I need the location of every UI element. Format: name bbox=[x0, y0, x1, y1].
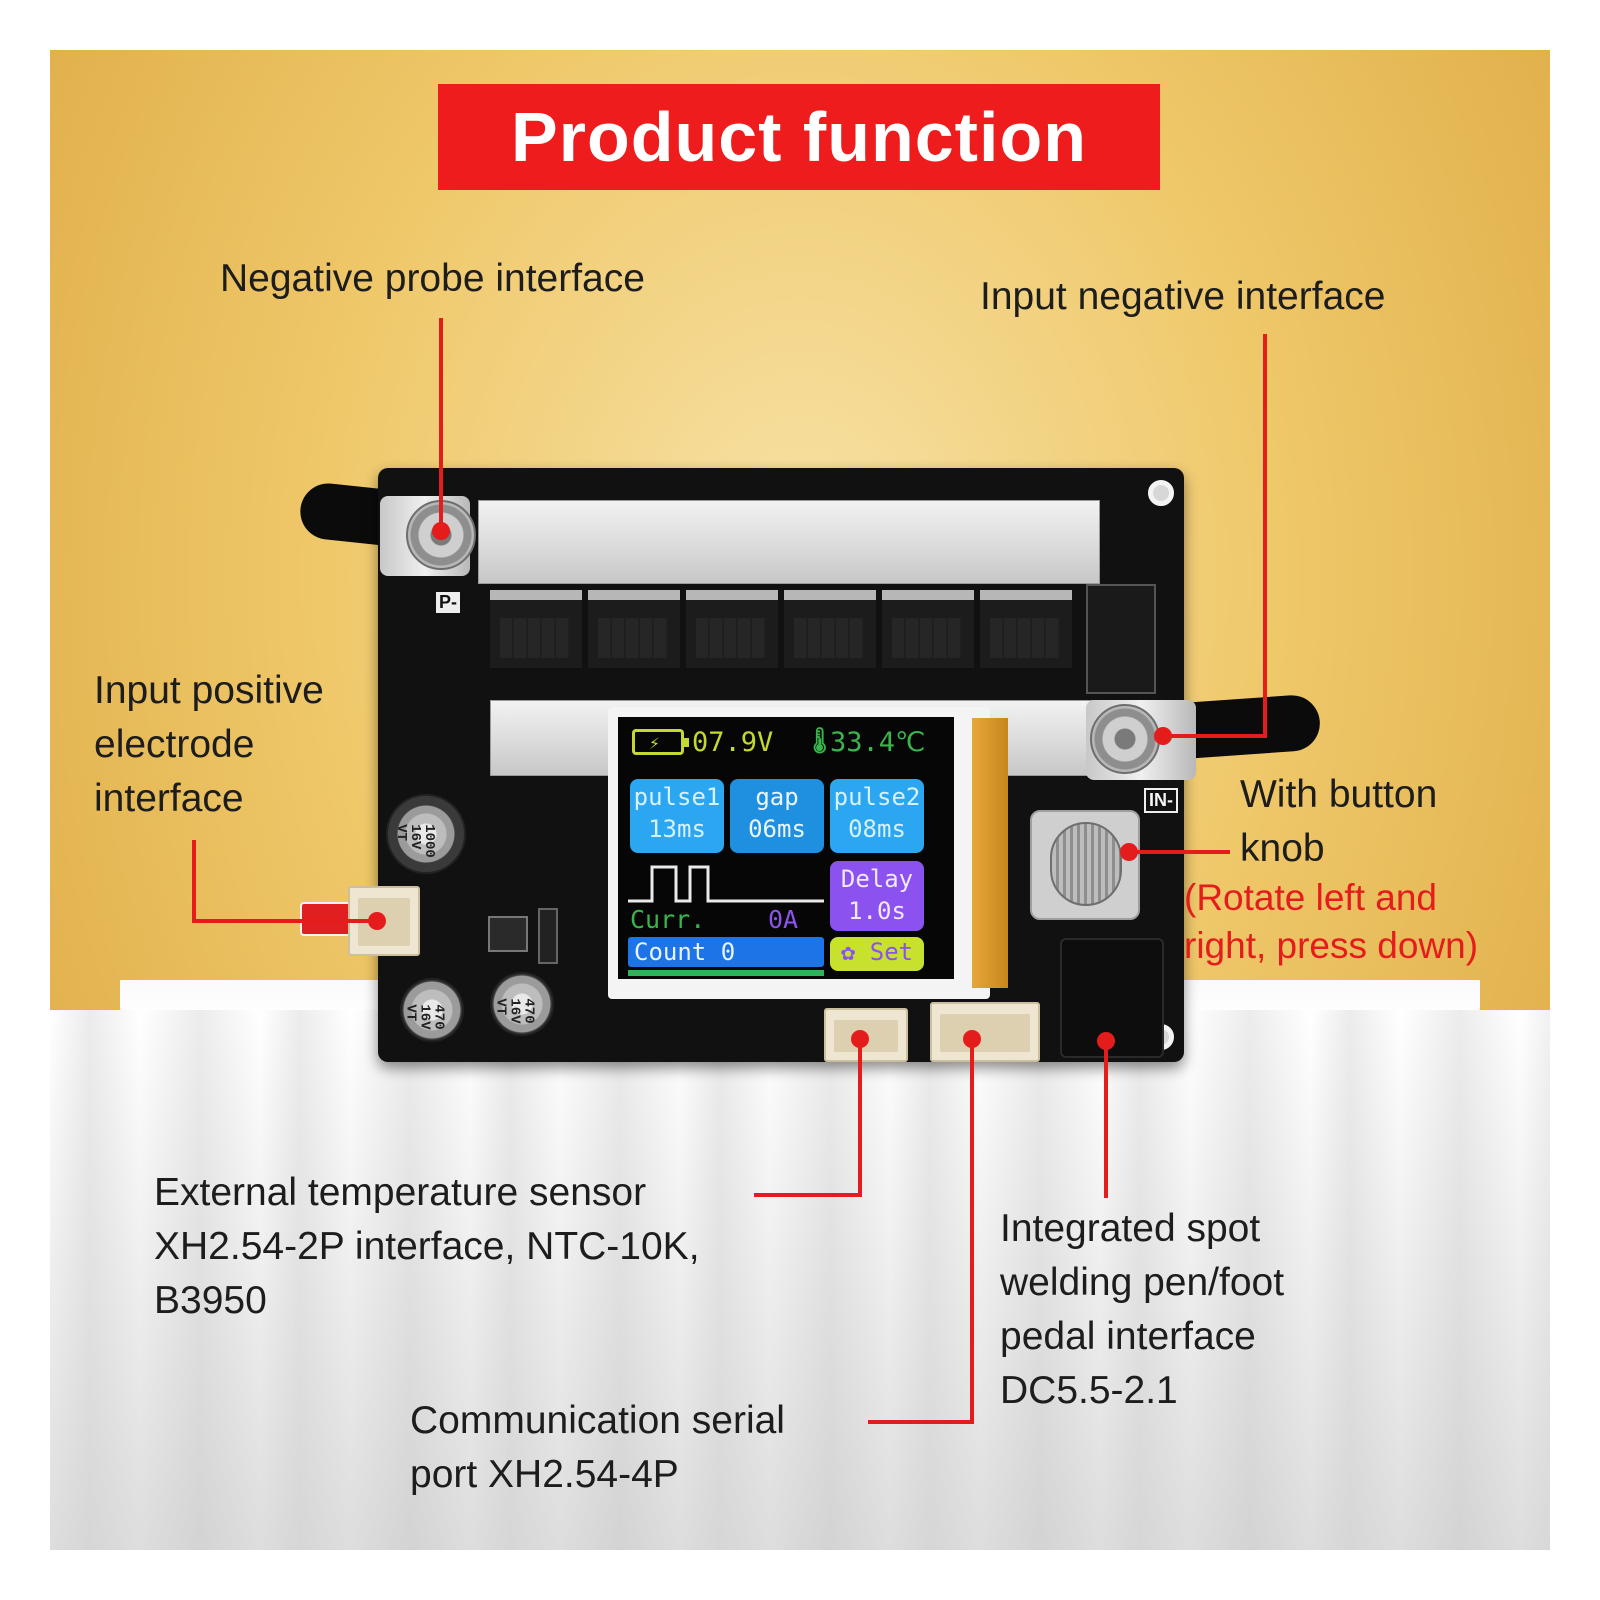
title-banner: Product function bbox=[438, 84, 1160, 190]
label-negative-probe: Negative probe interface bbox=[220, 257, 645, 300]
gap-value: 06ms bbox=[748, 815, 806, 843]
mosfet bbox=[588, 590, 680, 668]
capacitor-label: 470 16V VT bbox=[492, 998, 537, 1024]
mosfet bbox=[980, 590, 1072, 668]
label-button-knob: With button knob bbox=[1240, 773, 1438, 870]
thermometer-icon: 🌡︎ bbox=[804, 726, 836, 755]
inductor bbox=[488, 916, 528, 952]
top-busbar bbox=[478, 500, 1100, 584]
set-label: Set bbox=[869, 938, 914, 966]
callout-dot bbox=[432, 522, 450, 540]
mosfet bbox=[784, 590, 876, 668]
pulse1-value: 13ms bbox=[648, 815, 706, 843]
callout-line bbox=[192, 840, 196, 922]
set-tile: ✿ Set bbox=[830, 937, 924, 971]
callout-line bbox=[1128, 850, 1230, 854]
pulse2-label: pulse2 bbox=[833, 783, 921, 811]
capacitor-470uf bbox=[400, 978, 464, 1042]
count-display: Count 0 bbox=[628, 937, 824, 967]
callout-dot bbox=[1154, 727, 1172, 745]
pulse-waveform bbox=[628, 865, 824, 903]
tablecloth bbox=[50, 1010, 1550, 1550]
mosfet bbox=[882, 590, 974, 668]
input-negative-terminal bbox=[1090, 704, 1160, 774]
chip bbox=[538, 908, 558, 964]
pulse2-value: 08ms bbox=[848, 815, 906, 843]
callout-line bbox=[1104, 1040, 1108, 1198]
mosfet bbox=[490, 590, 582, 668]
silk-in-minus: IN- bbox=[1144, 788, 1178, 813]
silk-p-minus: P- bbox=[436, 592, 460, 613]
status-bar bbox=[628, 970, 824, 976]
gap-label: gap bbox=[755, 783, 799, 811]
callout-line bbox=[1162, 734, 1267, 738]
label-spot-welding: Integrated spot welding pen/foot pedal i… bbox=[1000, 1207, 1285, 1412]
capacitor-label: 470 16V VT bbox=[402, 1004, 447, 1030]
pulse1-label: pulse1 bbox=[633, 783, 721, 811]
callout-dot bbox=[963, 1030, 981, 1048]
delay-label: Delay bbox=[840, 865, 914, 893]
mosfet bbox=[686, 590, 778, 668]
voltage-readout: 07.9V bbox=[692, 727, 774, 758]
capacitor-1000uf bbox=[386, 794, 466, 874]
delay-value: 1.0s bbox=[848, 897, 906, 925]
lcd-flex-cable bbox=[972, 718, 1008, 988]
current-value: 0A bbox=[768, 905, 799, 934]
callout-line bbox=[970, 1038, 974, 1424]
callout-dot bbox=[368, 912, 386, 930]
callout-dot bbox=[1097, 1032, 1115, 1050]
label-temp-sensor: External temperature sensor XH2.54-2P in… bbox=[154, 1171, 700, 1322]
temperature-readout: 33.4℃ bbox=[830, 727, 926, 758]
callout-line bbox=[439, 318, 443, 528]
delay-tile: Delay 1.0s bbox=[830, 861, 924, 931]
label-button-knob-note: (Rotate left and right, press down) bbox=[1184, 877, 1479, 966]
page-title: Product function bbox=[511, 98, 1087, 176]
gap-tile: gap 06ms bbox=[730, 779, 824, 853]
lcd-screen: ⚡ 07.9V 🌡︎ 33.4℃ pulse1 13ms gap 06ms pu… bbox=[618, 717, 954, 979]
label-input-positive: Input positive electrode interface bbox=[94, 669, 324, 820]
callout-line bbox=[868, 1420, 974, 1424]
callout-line bbox=[192, 919, 377, 923]
callout-line bbox=[754, 1193, 862, 1197]
callout-dot bbox=[851, 1030, 869, 1048]
callout-line bbox=[858, 1038, 862, 1196]
gear-icon: ✿ bbox=[840, 938, 856, 966]
mounting-hole bbox=[1148, 480, 1174, 506]
pulse2-tile: pulse2 08ms bbox=[830, 779, 924, 853]
product-photo-background: Product function P- IN- 1000 16V VT 470 … bbox=[50, 50, 1550, 1550]
rotary-knob[interactable] bbox=[1050, 822, 1122, 906]
capacitor-470uf bbox=[490, 972, 554, 1036]
diode-block bbox=[1086, 584, 1156, 694]
current-label: Curr. bbox=[630, 905, 706, 934]
capacitor-label: 1000 16V VT bbox=[392, 824, 437, 858]
label-serial-port: Communication serial port XH2.54-4P bbox=[410, 1399, 785, 1496]
callout-line bbox=[1263, 334, 1267, 738]
label-input-negative: Input negative interface bbox=[980, 275, 1386, 318]
battery-bolt-icon: ⚡ bbox=[632, 729, 689, 755]
xh-4p-connector bbox=[930, 1002, 1040, 1062]
pulse1-tile: pulse1 13ms bbox=[630, 779, 724, 853]
callout-dot bbox=[1120, 843, 1138, 861]
